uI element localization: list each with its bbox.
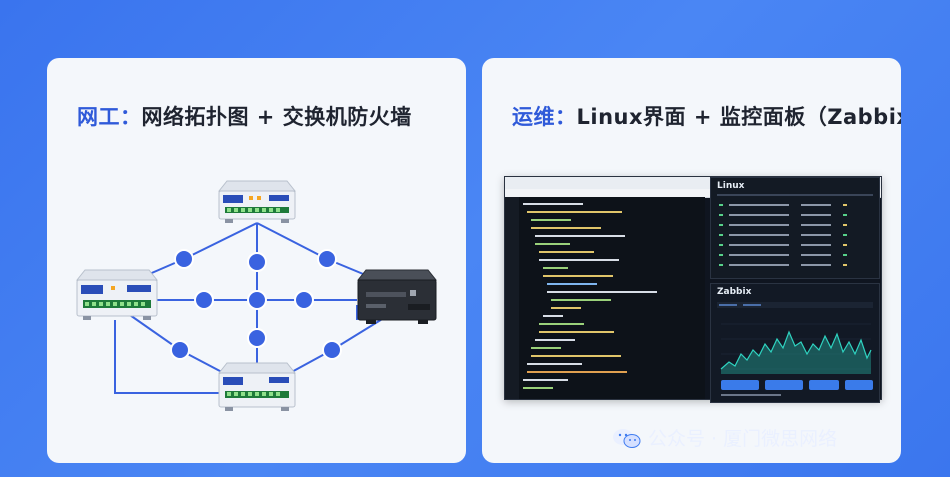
ops-card: 运维：Linux界面 + 监控面板（Zabbix） — ☐ ✕ (482, 58, 901, 463)
zabbix-label: Zabbix (717, 287, 752, 297)
linux-desktop-screenshot: — ☐ ✕ (504, 176, 882, 403)
network-node (294, 290, 314, 310)
watermark: 公众号 · 厦门微思网络 (612, 424, 837, 451)
ops-card-title-text: Linux界面 + 监控面板（Zabbix） (576, 105, 902, 129)
linux-label: Linux (717, 181, 745, 191)
firewall-right (356, 269, 438, 324)
ops-card-title: 运维：Linux界面 + 监控面板（Zabbix） (512, 101, 901, 131)
network-node (322, 340, 342, 360)
switch-left (75, 269, 159, 320)
ops-card-title-accent: 运维： (512, 105, 577, 129)
process-table (717, 194, 873, 266)
switch-top (217, 180, 297, 223)
network-node (174, 249, 194, 269)
network-node (247, 328, 267, 348)
editor-gutter (505, 197, 519, 399)
wechat-icon (613, 428, 641, 448)
zabbix-dashboard-panel: Zabbix (710, 283, 880, 403)
network-topology-diagram (75, 180, 438, 411)
network-node (247, 290, 267, 310)
network-node (247, 252, 267, 272)
linux-terminal-panel: Linux (710, 177, 880, 279)
code-editor-pane (505, 197, 705, 399)
network-card: 网工：网络拓扑图 + 交换机防火墙 (47, 58, 466, 463)
network-card-title-accent: 网工： (77, 105, 142, 129)
network-node (194, 290, 214, 310)
network-node (317, 249, 337, 269)
link-left-bottom (114, 320, 219, 394)
network-card-title-text: 网络拓扑图 + 交换机防火墙 (141, 105, 412, 129)
network-card-title: 网工：网络拓扑图 + 交换机防火墙 (77, 101, 412, 131)
monitoring-chart (717, 302, 873, 396)
network-node (170, 340, 190, 360)
code-lines (523, 203, 657, 389)
switch-bottom (217, 362, 297, 411)
watermark-text: 公众号 · 厦门微思网络 (648, 428, 838, 450)
